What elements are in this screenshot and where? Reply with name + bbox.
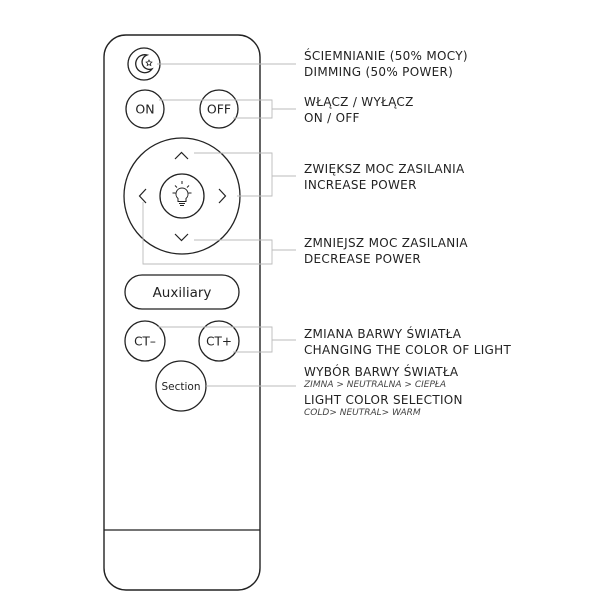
- label-color-pl: ZMIANA BARWY ŚWIATŁA: [304, 327, 462, 341]
- chevron-right-icon: [218, 188, 227, 204]
- on-button-label: ON: [135, 102, 154, 117]
- chevron-left-icon: [138, 188, 147, 204]
- chevron-down-icon: [174, 233, 189, 242]
- label-decrease-en: DECREASE POWER: [304, 252, 422, 266]
- label-selection-pl: WYBÓR BARWY ŚWIATŁA: [304, 365, 459, 379]
- label-selection-en-sub: COLD> NEUTRAL> WARM: [304, 408, 421, 418]
- off-button-label: OFF: [207, 102, 231, 117]
- auxiliary-button-label: Auxiliary: [153, 285, 212, 301]
- leader-increase: [194, 152, 296, 197]
- section-button-label: Section: [161, 381, 200, 393]
- label-selection-pl-sub: ZIMNA > NEUTRALNA > CIEPŁA: [304, 380, 447, 390]
- label-selection-en: LIGHT COLOR SELECTION: [304, 393, 463, 407]
- moon-star-icon: [135, 54, 154, 74]
- dpad-left[interactable]: [138, 188, 147, 204]
- leader-onoff: [159, 99, 296, 119]
- dimming-button[interactable]: [127, 47, 161, 81]
- leader-decrease: [142, 202, 296, 265]
- leader-lines: [142, 63, 296, 387]
- dpad: [123, 137, 241, 255]
- off-button[interactable]: OFF: [199, 89, 239, 129]
- label-increase-en: INCREASE POWER: [304, 178, 417, 192]
- dpad-up[interactable]: [174, 151, 189, 160]
- ct-minus-button[interactable]: CT–: [124, 320, 166, 362]
- label-increase-pl: ZWIĘKSZ MOC ZASILANIA: [304, 162, 465, 176]
- auxiliary-button[interactable]: Auxiliary: [124, 274, 240, 310]
- ct-minus-label: CT–: [134, 335, 156, 349]
- lightbulb-icon: [172, 181, 192, 206]
- label-onoff-en: ON / OFF: [304, 111, 360, 125]
- label-onoff-pl: WŁĄCZ / WYŁĄCZ: [304, 95, 414, 109]
- ct-plus-label: CT+: [206, 335, 232, 349]
- label-decrease-pl: ZMNIEJSZ MOC ZASILANIA: [304, 236, 468, 250]
- on-button[interactable]: ON: [125, 89, 165, 129]
- leader-color: [158, 326, 296, 353]
- dpad-right[interactable]: [218, 188, 227, 204]
- center-button[interactable]: [159, 173, 205, 219]
- section-button[interactable]: Section: [155, 360, 207, 412]
- label-color-en: CHANGING THE COLOR OF LIGHT: [304, 343, 512, 357]
- ct-plus-button[interactable]: CT+: [198, 320, 240, 362]
- dpad-down[interactable]: [174, 233, 189, 242]
- chevron-up-icon: [174, 151, 189, 160]
- label-dimming-pl: ŚCIEMNIANIE (50% MOCY): [304, 49, 468, 63]
- label-dimming-en: DIMMING (50% POWER): [304, 65, 454, 79]
